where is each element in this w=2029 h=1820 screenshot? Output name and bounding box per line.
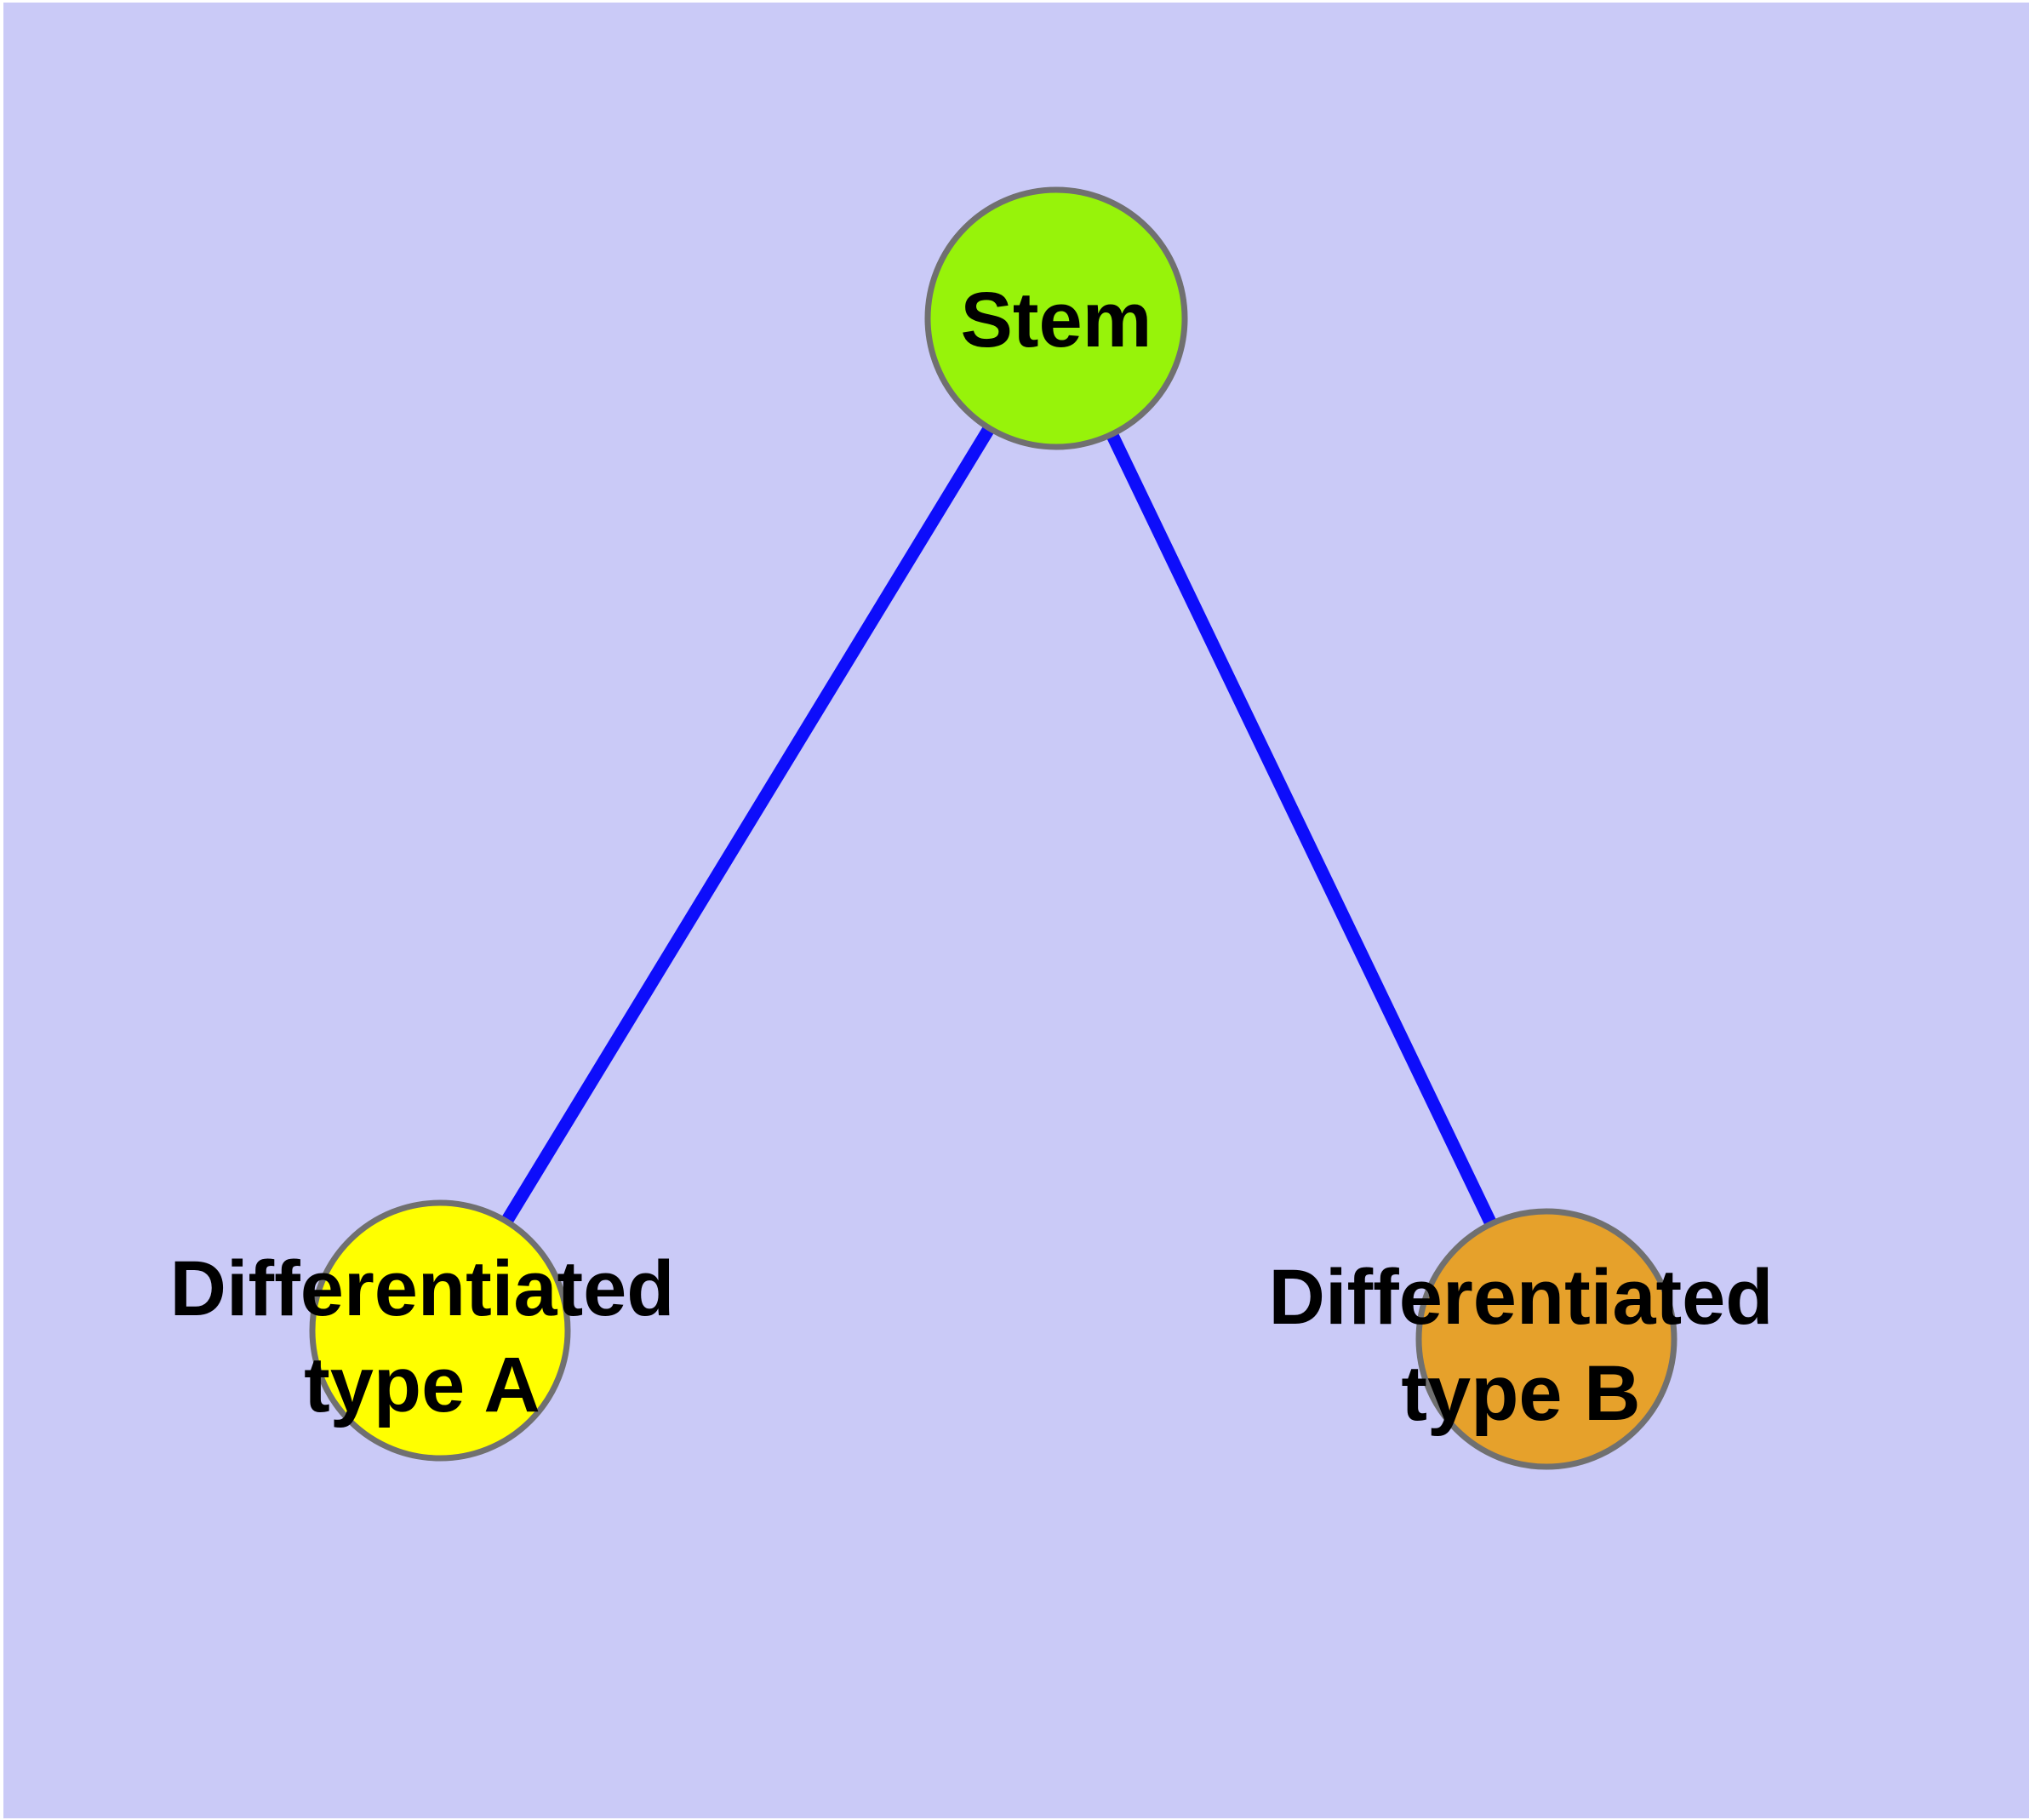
differentiated-type-a-label-line1: Differentiated: [170, 1245, 675, 1332]
differentiated-type-a-label-line2: type A: [304, 1342, 540, 1428]
differentiated-type-b-label-line2: type B: [1401, 1350, 1640, 1437]
differentiated-type-b-label-line1: Differentiated: [1269, 1254, 1774, 1341]
edge-stem-to-differentiated-type-a: [434, 315, 1062, 1334]
differentiated-type-a-circle: [309, 1199, 571, 1462]
edge-stem-to-differentiated-type-b: [1050, 315, 1552, 1342]
stem-node-label: Stem: [961, 277, 1152, 363]
node-differentiated-type-b: Differentiated type B: [1269, 1208, 1774, 1470]
node-differentiated-type-a: Differentiated type A: [170, 1199, 675, 1462]
stem-node-circle: [924, 186, 1188, 450]
differentiated-type-b-circle: [1415, 1208, 1677, 1470]
node-stem: Stem: [924, 186, 1188, 450]
